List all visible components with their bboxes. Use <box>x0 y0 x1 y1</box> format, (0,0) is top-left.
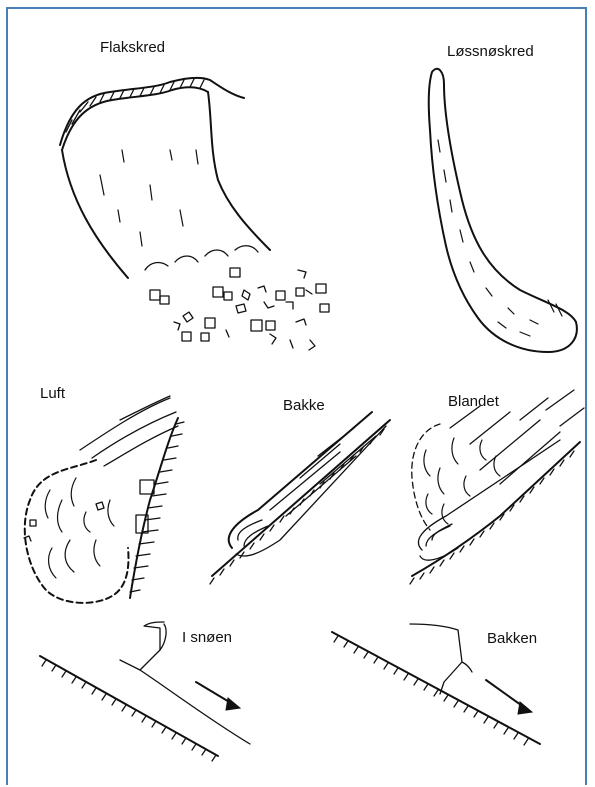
luft-illustration <box>24 396 184 603</box>
i-snoen-label: I snøen <box>182 630 232 645</box>
flakskred-illustration <box>60 78 329 350</box>
bakke-label: Bakke <box>283 398 325 413</box>
blandet-label: Blandet <box>448 394 499 409</box>
bakken-label: Bakken <box>487 631 537 646</box>
bakke-illustration <box>210 412 390 584</box>
lossnoskred-illustration <box>429 69 577 352</box>
blandet-illustration <box>410 390 584 584</box>
lossnoskred-label: Løssnøskred <box>447 44 534 59</box>
flakskred-label: Flakskred <box>100 40 165 55</box>
luft-label: Luft <box>40 386 65 401</box>
